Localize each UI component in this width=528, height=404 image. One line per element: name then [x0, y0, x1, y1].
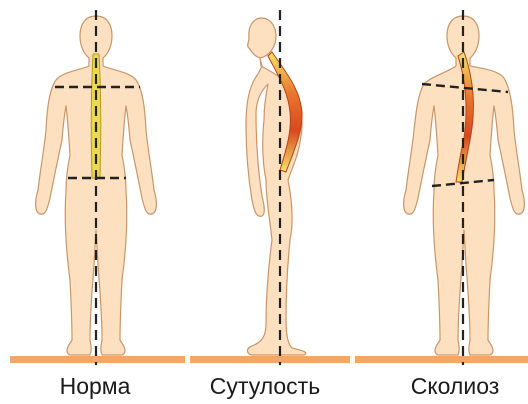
figure-scoliosis [404, 10, 525, 365]
ground-right [355, 356, 528, 363]
ground-middle [190, 356, 350, 363]
ground-left [10, 356, 185, 363]
caption-stoop: Сутулость [180, 372, 350, 400]
figure-norm [36, 10, 157, 365]
figure-stoop [246, 10, 306, 365]
caption-scoliosis: Сколиоз [375, 372, 528, 400]
caption-norm: Норма [20, 372, 170, 400]
